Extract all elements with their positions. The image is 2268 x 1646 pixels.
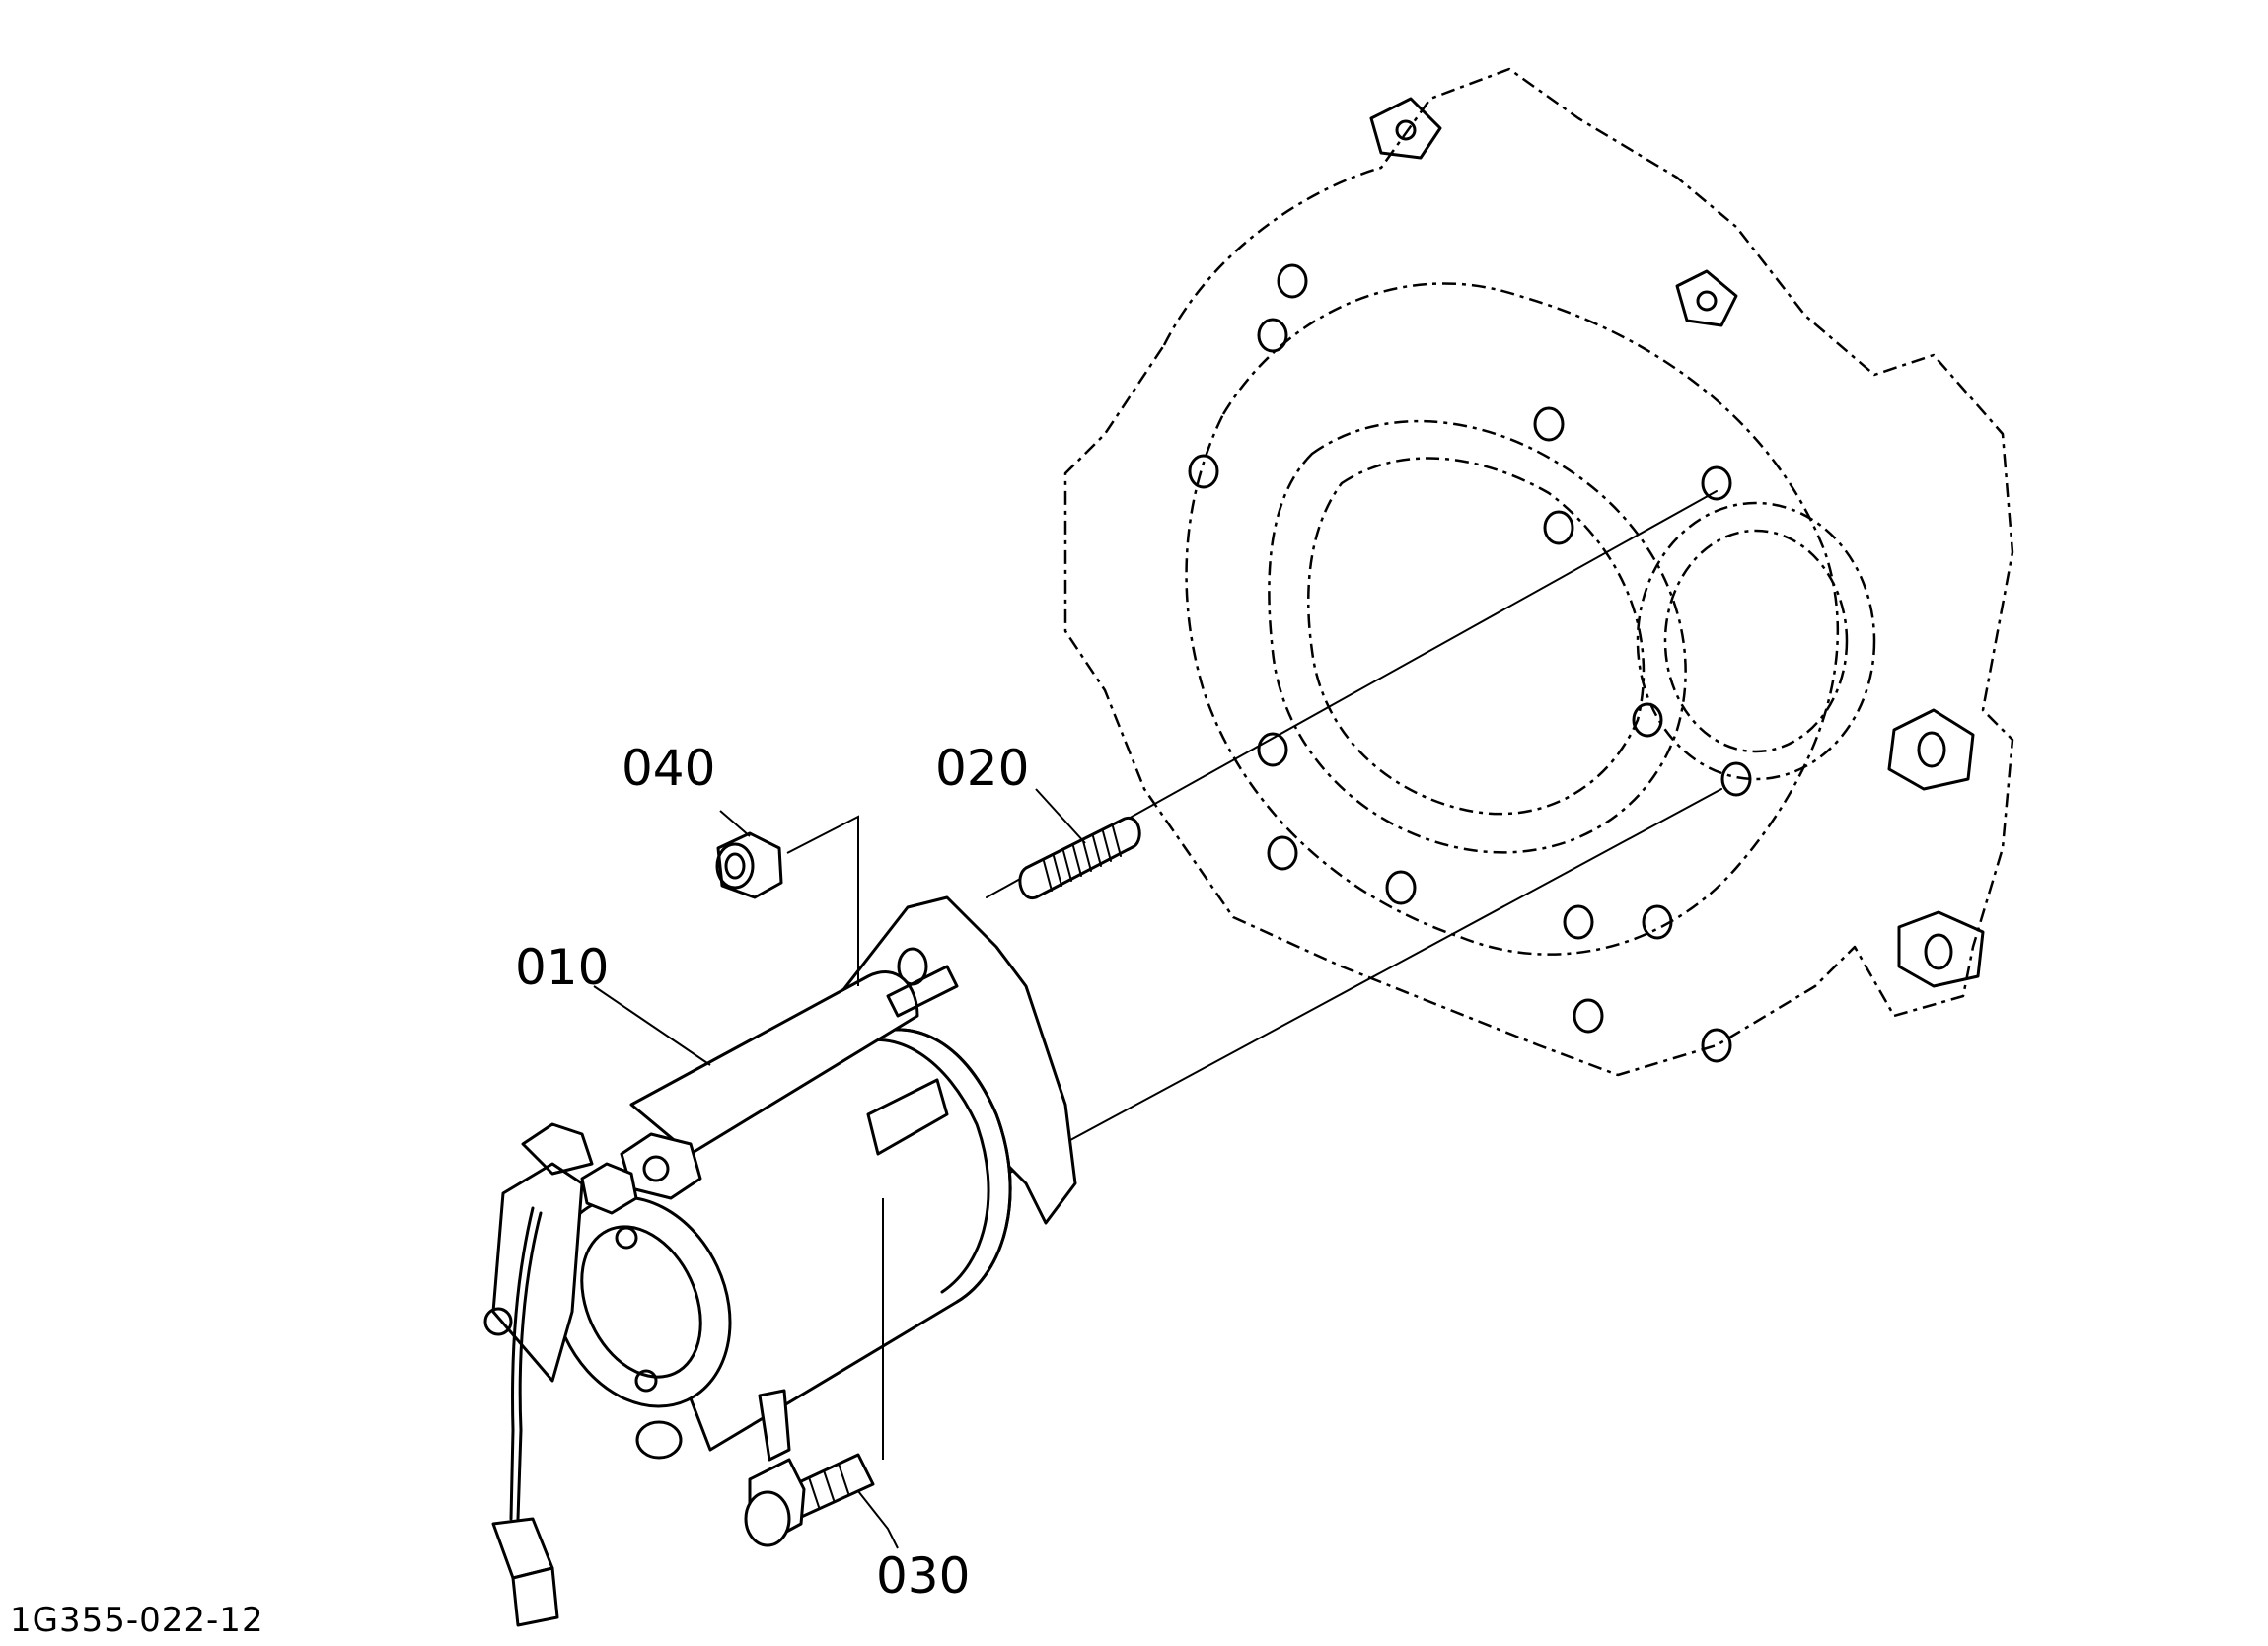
callout-010: 010 — [515, 939, 609, 996]
flywheel-housing — [1063, 67, 2014, 1077]
drawing-code: 1G355-022-12 — [10, 1601, 264, 1640]
housing-top-lugs — [1369, 97, 1738, 327]
mounting-bolt — [744, 1198, 899, 1549]
callout-040: 040 — [622, 740, 715, 797]
stud-bolt — [1018, 788, 1141, 899]
housing-side-ears — [1887, 708, 1985, 988]
housing-bolt-holes — [1188, 263, 1752, 1063]
callout-030: 030 — [876, 1547, 970, 1605]
callout-020: 020 — [935, 740, 1029, 797]
starter-motor — [483, 895, 1077, 1627]
nut — [715, 810, 859, 986]
